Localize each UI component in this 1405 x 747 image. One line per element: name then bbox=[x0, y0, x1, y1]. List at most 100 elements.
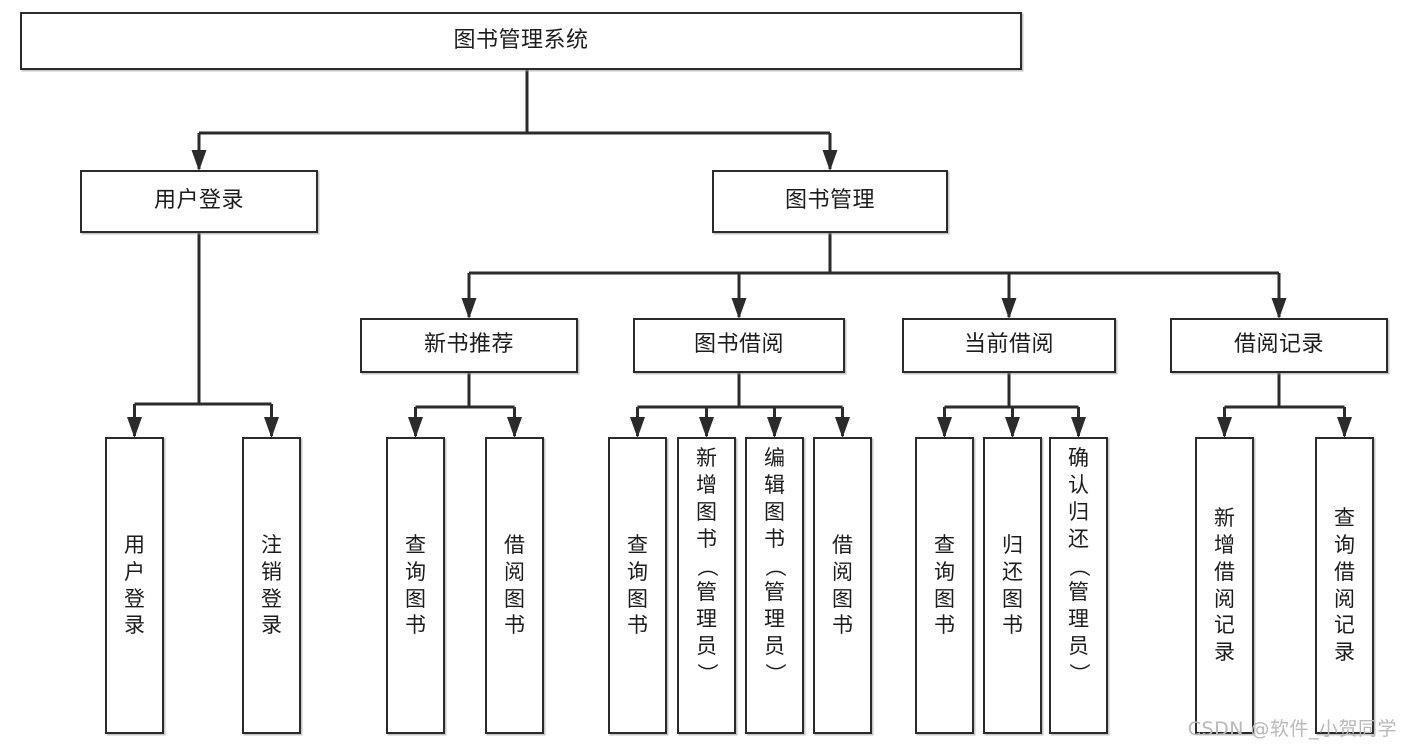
node-label-char: 员 bbox=[764, 634, 785, 659]
node-label-char: 书 bbox=[405, 613, 426, 638]
node-label-char: 书 bbox=[764, 526, 785, 551]
node-leaf-12[interactable]: 新增借阅记录 bbox=[1195, 437, 1254, 734]
node-label-char: 录 bbox=[261, 613, 282, 638]
node-label-char: 增 bbox=[1214, 532, 1235, 557]
node-label-char: 新 bbox=[696, 446, 717, 470]
connector-arrowhead bbox=[699, 417, 714, 438]
node-leaf-8[interactable]: 借阅图书 bbox=[813, 437, 872, 734]
node-label-char: （ bbox=[1066, 555, 1091, 577]
node-label-char: 图 bbox=[764, 499, 785, 524]
node-label: 图书管理 bbox=[784, 188, 875, 214]
node-l2-book[interactable]: 图书管理 bbox=[712, 170, 948, 233]
node-leaf-1[interactable]: 用户登录 bbox=[105, 437, 164, 734]
node-label-char: 询 bbox=[1334, 532, 1355, 557]
node-label-char: 查 bbox=[627, 532, 648, 557]
connector-arrowhead bbox=[767, 417, 782, 438]
node-label: 归还图书 bbox=[985, 439, 1040, 732]
node-label: 当前借阅 bbox=[963, 332, 1054, 358]
node-leaf-10[interactable]: 归还图书 bbox=[983, 437, 1042, 734]
connector-arrowhead bbox=[1271, 298, 1287, 319]
node-label: 借阅记录 bbox=[1233, 332, 1324, 358]
node-label-char: 记 bbox=[1214, 613, 1235, 638]
node-label-char: 理 bbox=[696, 607, 717, 632]
node-label-char: 理 bbox=[764, 607, 785, 632]
node-leaf-4[interactable]: 借阅图书 bbox=[485, 437, 544, 734]
connector-arrowhead bbox=[461, 298, 477, 319]
node-label-char: 用 bbox=[124, 532, 145, 557]
node-label-char: 书 bbox=[934, 613, 955, 638]
node-label-char: 书 bbox=[1002, 613, 1023, 638]
connector-arrowhead bbox=[822, 150, 838, 171]
node-label-char: 员 bbox=[696, 634, 717, 659]
node-label-char: 登 bbox=[124, 586, 145, 611]
node-label-char: 图 bbox=[832, 586, 853, 611]
node-label-char: 增 bbox=[696, 472, 717, 497]
node-label-char: 书 bbox=[627, 613, 648, 638]
node-label-char: 管 bbox=[764, 580, 785, 605]
node-label: 图书借阅 bbox=[693, 332, 784, 358]
node-l3-borrow[interactable]: 图书借阅 bbox=[633, 318, 845, 373]
node-leaf-9[interactable]: 查询图书 bbox=[915, 437, 974, 734]
node-label: 用户登录 bbox=[153, 188, 244, 214]
node-label-char: 户 bbox=[124, 559, 145, 584]
node-label-char: （ bbox=[694, 555, 719, 577]
node-label: 查询借阅记录 bbox=[1317, 439, 1372, 732]
node-label-char: 书 bbox=[696, 526, 717, 551]
node-l2-login[interactable]: 用户登录 bbox=[80, 170, 318, 233]
node-l3-newbook[interactable]: 新书推荐 bbox=[360, 318, 578, 373]
node-label-char: 管 bbox=[696, 580, 717, 605]
connector-arrowhead bbox=[835, 417, 850, 438]
node-label-char: 图 bbox=[1002, 586, 1023, 611]
node-label-char: ） bbox=[762, 662, 787, 684]
node-label-char: ） bbox=[694, 662, 719, 684]
node-leaf-6[interactable]: 新增图书 （ 管理员 ） bbox=[677, 437, 736, 734]
node-label-char: 图 bbox=[627, 586, 648, 611]
node-label-char: 图 bbox=[504, 586, 525, 611]
node-label-char: 录 bbox=[1214, 640, 1235, 665]
node-label: 查询图书 bbox=[917, 439, 972, 732]
watermark: CSDN @软件_小贺同学 bbox=[1187, 718, 1397, 740]
node-label-char: 借 bbox=[1334, 559, 1355, 584]
node-leaf-11[interactable]: 确认归还（管理员） bbox=[1049, 437, 1108, 734]
node-root[interactable]: 图书管理系统 bbox=[20, 12, 1022, 70]
connector-arrowhead bbox=[507, 417, 522, 438]
node-label-char: 阅 bbox=[1334, 586, 1355, 611]
node-label-char: 还 bbox=[1068, 526, 1089, 551]
node-leaf-2[interactable]: 注销登录 bbox=[242, 437, 301, 734]
node-label-char: 借 bbox=[1214, 559, 1235, 584]
node-l3-record[interactable]: 借阅记录 bbox=[1170, 318, 1388, 373]
node-label-char: 登 bbox=[261, 586, 282, 611]
connector-arrowhead bbox=[408, 417, 423, 438]
node-label-char: 图 bbox=[696, 499, 717, 524]
node-label-char: 归 bbox=[1002, 532, 1023, 557]
node-leaf-3[interactable]: 查询图书 bbox=[386, 437, 445, 734]
node-label-char: 询 bbox=[405, 559, 426, 584]
connector-arrowhead bbox=[191, 150, 207, 171]
node-label-char: （ bbox=[762, 555, 787, 577]
node-l3-current[interactable]: 当前借阅 bbox=[902, 318, 1116, 373]
node-label-char: 录 bbox=[124, 613, 145, 638]
node-label-char: 归 bbox=[1068, 499, 1089, 524]
node-label: 用户登录 bbox=[107, 439, 162, 732]
node-label-char: 还 bbox=[1002, 559, 1023, 584]
node-label-char: ） bbox=[1066, 662, 1091, 684]
node-leaf-5[interactable]: 查询图书 bbox=[608, 437, 667, 734]
node-label: 新增图书 （ 管理员 ） bbox=[679, 439, 734, 732]
node-label-char: 辑 bbox=[764, 472, 785, 497]
node-label: 新书推荐 bbox=[423, 332, 514, 358]
connector-arrowhead bbox=[731, 298, 747, 319]
node-leaf-7[interactable]: 编辑图书 （ 管理员 ） bbox=[745, 437, 804, 734]
node-label: 确认归还（管理员） bbox=[1051, 439, 1106, 732]
node-label-char: 借 bbox=[832, 532, 853, 557]
node-label: 编辑图书 （ 管理员 ） bbox=[747, 439, 802, 732]
node-label-char: 阅 bbox=[832, 559, 853, 584]
node-label-char: 阅 bbox=[504, 559, 525, 584]
node-label-char: 记 bbox=[1334, 613, 1355, 638]
node-label-char: 录 bbox=[1334, 640, 1355, 665]
connector-arrowhead bbox=[264, 417, 279, 438]
node-leaf-13[interactable]: 查询借阅记录 bbox=[1315, 437, 1374, 734]
node-label-char: 编 bbox=[764, 446, 785, 470]
node-label: 查询图书 bbox=[610, 439, 665, 732]
node-label-char: 管 bbox=[1068, 580, 1089, 605]
